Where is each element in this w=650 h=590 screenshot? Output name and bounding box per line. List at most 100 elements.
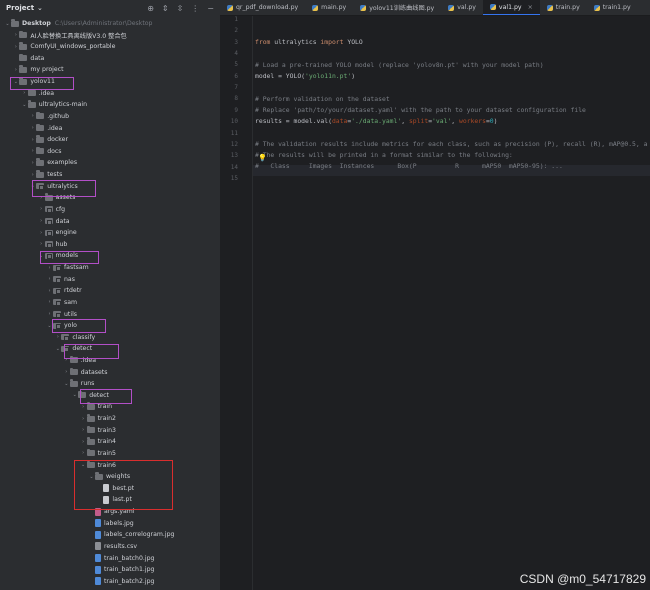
tree-item-train[interactable]: ›train <box>0 401 220 412</box>
editor-tab[interactable]: yolov11训练曲线图.py <box>353 0 441 15</box>
tree-item-assets[interactable]: ›assets <box>0 192 220 203</box>
chevron-right-icon[interactable]: › <box>48 276 51 283</box>
collapse-all-icon[interactable]: ⇳ <box>176 3 184 13</box>
chevron-right-icon[interactable]: › <box>31 159 34 166</box>
code-line-13[interactable]: # The results will be printed in a forma… <box>255 151 513 159</box>
tree-item-cfg[interactable]: ›cfg <box>0 204 220 215</box>
chevron-down-icon[interactable]: ⌄ <box>64 380 69 387</box>
tree-item-train-batch2-jpg[interactable]: train_batch2.jpg <box>0 576 220 587</box>
code-line-12[interactable]: # The validation results include metrics… <box>255 140 648 148</box>
tree-item-models[interactable]: ⌄models <box>0 250 220 261</box>
chevron-right-icon[interactable]: › <box>65 369 68 376</box>
tree-item-ai-v3-0[interactable]: ›AI人脸替换工具离线版V3.0 整合包 <box>0 30 220 41</box>
chevron-right-icon[interactable]: › <box>23 90 26 97</box>
tree-item-idea[interactable]: ›.idea <box>0 88 220 99</box>
tree-item-docker[interactable]: ›docker <box>0 134 220 145</box>
tree-item-train4[interactable]: ›train4 <box>0 436 220 447</box>
chevron-right-icon[interactable]: › <box>31 148 34 155</box>
chevron-down-icon[interactable]: ⌄ <box>37 4 43 12</box>
tree-item-ultralytics[interactable]: ⌄ultralytics <box>0 181 220 192</box>
chevron-down-icon[interactable]: ⌄ <box>47 322 52 329</box>
tree-item-utils[interactable]: ›utils <box>0 309 220 320</box>
chevron-right-icon[interactable]: › <box>40 218 43 225</box>
tree-item-yolov11[interactable]: ⌄yolov11 <box>0 76 220 87</box>
chevron-down-icon[interactable]: ⌄ <box>55 345 60 352</box>
more-icon[interactable]: ⋮ <box>191 3 200 13</box>
editor-tab[interactable]: train.py <box>540 0 587 15</box>
code-line-9[interactable]: # Replace 'path/to/your/dataset.yaml' wi… <box>255 106 586 114</box>
tree-item-last-pt[interactable]: last.pt <box>0 494 220 505</box>
editor-tab[interactable]: train1.py <box>587 0 638 15</box>
chevron-down-icon[interactable]: ⌄ <box>72 392 77 399</box>
tree-item-docs[interactable]: ›docs <box>0 146 220 157</box>
chevron-right-icon[interactable]: › <box>14 66 17 73</box>
code-line-3[interactable]: from ultralytics import YOLO <box>255 38 363 46</box>
tree-item-args-yaml[interactable]: args.yaml <box>0 506 220 517</box>
tree-item-classify[interactable]: ›classify <box>0 332 220 343</box>
tree-item-yolo[interactable]: ⌄yolo <box>0 320 220 331</box>
tree-item-best-pt[interactable]: best.pt <box>0 483 220 494</box>
chevron-down-icon[interactable]: ⌄ <box>30 183 35 190</box>
tree-item-detect[interactable]: ⌄detect <box>0 390 220 401</box>
lightbulb-icon[interactable]: 💡 <box>258 154 267 162</box>
chevron-right-icon[interactable]: › <box>82 427 85 434</box>
editor-tab[interactable]: main.py <box>305 0 353 15</box>
tree-item-train6[interactable]: ⌄train6 <box>0 460 220 471</box>
chevron-right-icon[interactable]: › <box>40 206 43 213</box>
tree-item-detect[interactable]: ⌄detect <box>0 343 220 354</box>
code-line-8[interactable]: # Perform validation on the dataset <box>255 95 390 103</box>
tree-item-train-batch1-jpg[interactable]: train_batch1.jpg <box>0 564 220 575</box>
chevron-right-icon[interactable]: › <box>14 43 17 50</box>
tree-item-results-csv[interactable]: results.csv <box>0 541 220 552</box>
chevron-right-icon[interactable]: › <box>31 125 34 132</box>
tree-item-fastsam[interactable]: ›fastsam <box>0 262 220 273</box>
chevron-right-icon[interactable]: › <box>40 241 43 248</box>
tree-item-rtdetr[interactable]: ›rtdetr <box>0 285 220 296</box>
chevron-down-icon[interactable]: ⌄ <box>80 462 86 469</box>
tree-item-data[interactable]: data <box>0 53 220 64</box>
tree-item-nas[interactable]: ›nas <box>0 274 220 285</box>
tree-item-idea[interactable]: ›.idea <box>0 355 220 366</box>
tree-item-data[interactable]: ›data <box>0 216 220 227</box>
tree-item-tests[interactable]: ›tests <box>0 169 220 180</box>
chevron-right-icon[interactable]: › <box>82 438 85 445</box>
chevron-down-icon[interactable]: ⌄ <box>13 78 18 85</box>
chevron-down-icon[interactable]: ⌄ <box>89 473 94 480</box>
tree-item-ultralytics-main[interactable]: ⌄ultralytics-main <box>0 99 220 110</box>
editor-tab[interactable]: qr_pdf_download.py <box>220 0 305 15</box>
code-line-10[interactable]: results = model.val(data='./data.yaml', … <box>255 117 498 125</box>
editor-tab[interactable]: val.py <box>441 0 483 15</box>
tree-item-hub[interactable]: ›hub <box>0 239 220 250</box>
tree-item-comfyui-windows-portable[interactable]: ›ComfyUI_windows_portable <box>0 41 220 52</box>
chevron-right-icon[interactable]: › <box>14 32 17 39</box>
tree-item-runs[interactable]: ⌄runs <box>0 378 220 389</box>
chevron-right-icon[interactable]: › <box>40 229 43 236</box>
code-line-5[interactable]: # Load a pre-trained YOLO model (replace… <box>255 61 544 69</box>
tree-item-weights[interactable]: ⌄weights <box>0 471 220 482</box>
tree-item-labels-correlogram-jpg[interactable]: labels_correlogram.jpg <box>0 529 220 540</box>
chevron-right-icon[interactable]: › <box>48 311 51 317</box>
close-tab-icon[interactable]: × <box>527 3 533 11</box>
tree-item-train-batch0-jpg[interactable]: train_batch0.jpg <box>0 553 220 564</box>
chevron-right-icon[interactable]: › <box>82 415 85 422</box>
locate-icon[interactable]: ⊕ <box>147 3 154 13</box>
tree-item-github[interactable]: ›.github <box>0 111 220 122</box>
chevron-right-icon[interactable]: › <box>48 264 51 271</box>
tree-item-idea[interactable]: ›.idea <box>0 123 220 134</box>
chevron-right-icon[interactable]: › <box>65 357 68 364</box>
chevron-right-icon[interactable]: › <box>48 299 51 306</box>
tree-item-sam[interactable]: ›sam <box>0 297 220 308</box>
chevron-right-icon[interactable]: › <box>31 171 34 178</box>
project-panel-title[interactable]: Project <box>6 4 35 12</box>
chevron-right-icon[interactable]: › <box>82 403 85 410</box>
tree-item-train5[interactable]: ›train5 <box>0 448 220 459</box>
chevron-right-icon[interactable]: › <box>82 450 85 457</box>
chevron-down-icon[interactable]: ⌄ <box>22 101 27 108</box>
chevron-right-icon[interactable]: › <box>56 334 59 341</box>
editor-tab[interactable]: val1.py× <box>482 0 540 15</box>
chevron-down-icon[interactable]: ⌄ <box>38 252 44 259</box>
tree-item-labels-jpg[interactable]: labels.jpg <box>0 518 220 529</box>
chevron-right-icon[interactable]: › <box>31 136 34 143</box>
expand-all-icon[interactable]: ⇕ <box>161 3 169 13</box>
